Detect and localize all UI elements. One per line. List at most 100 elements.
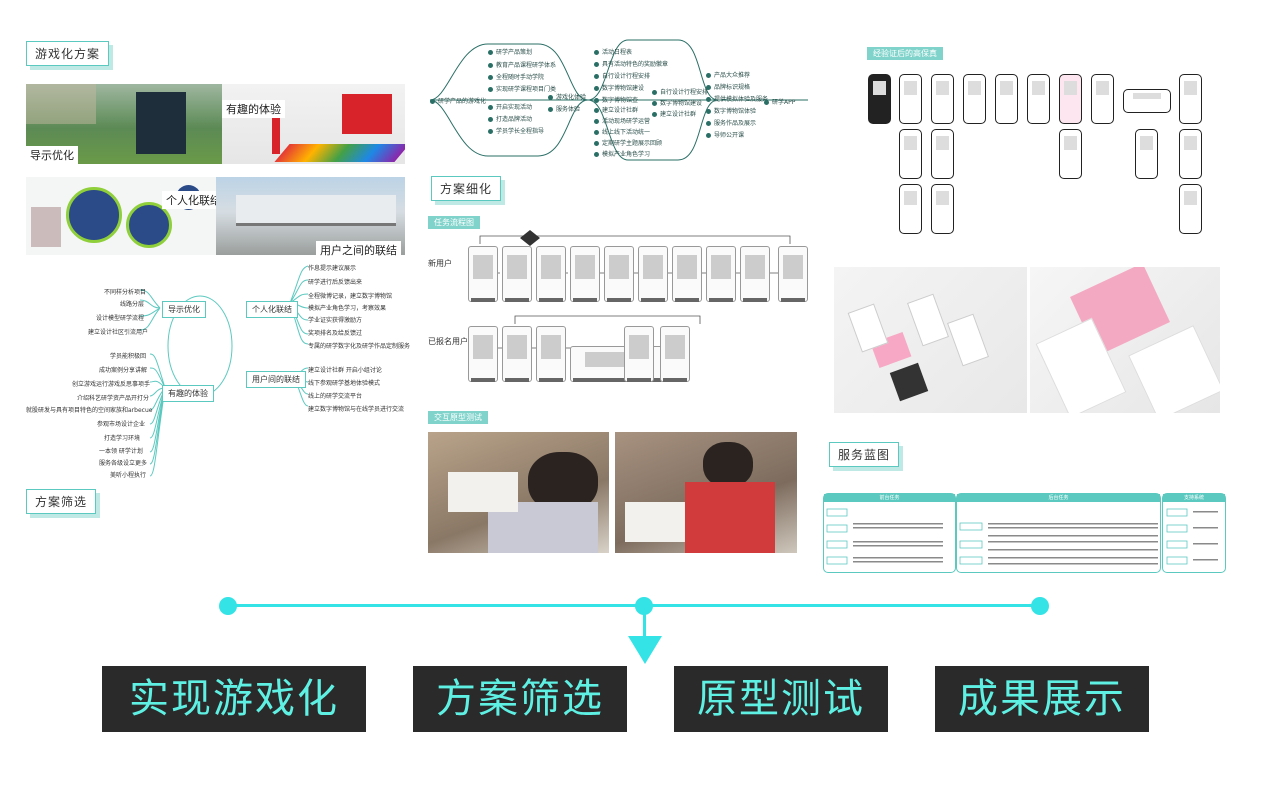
arrow-down-icon (628, 636, 662, 664)
mindmap-node-personal: 个人化联结 (246, 301, 298, 318)
mindmap-item: 设计模型研学流程 (96, 315, 145, 322)
blueprint-group-2-header: 后台任务 (957, 494, 1160, 502)
hifi-phone-screen (868, 74, 891, 124)
blueprint-grid (826, 508, 1218, 565)
flow-item: 具有活动特色的奖励徽章 (594, 59, 668, 68)
flow-start: 研学产品的游戏化 (430, 96, 486, 105)
wireframe-screen (570, 246, 600, 302)
flow-mid-service: 服务体验 (548, 104, 580, 113)
timeline-dot-start (219, 597, 237, 615)
flow-item: 数字博物馆查 (594, 95, 638, 104)
wireframe-screen (604, 246, 634, 302)
wireframe-screen (468, 246, 498, 302)
hifi-phone-screen (963, 74, 986, 124)
photo-label-between-users: 用户之间的联结 (316, 241, 401, 259)
wireframe-screen (740, 246, 770, 302)
step-button-prototype-test[interactable]: 原型测试 (674, 666, 888, 732)
flow-item: 线上线下活动统一 (594, 127, 650, 136)
flow-item: 自行设计行程安排 (652, 87, 708, 96)
flow-item: 数字博物馆建设 (594, 83, 644, 92)
hifi-phone-screen (1091, 74, 1114, 124)
mindmap-item: 全程微博记录，建立数字博物馆 (308, 293, 393, 300)
mindmap-item: 建立设计社区引流用户 (88, 329, 149, 336)
timeline-line (228, 604, 1040, 607)
mindmap-item: 介绍科艺研学资产品开打分 (77, 395, 150, 402)
hifi-phone-screen (931, 129, 954, 179)
wireframe-screen (706, 246, 736, 302)
flow-item: 提供模拟体验及服务 (706, 94, 768, 103)
mindmap-item: 专属的研学数字化及研学作品定制服务 (308, 343, 411, 350)
hifi-phone-screen (931, 74, 954, 124)
photo-prototype-test-2 (615, 432, 797, 553)
flow-item: 开启实现活动 (488, 102, 532, 111)
mindmap-item: 奖项排名及给反馈过 (308, 330, 363, 337)
wireframe-screen (660, 326, 690, 382)
registered-user-label: 已报名用户 (428, 337, 468, 346)
photo-user-link (216, 177, 405, 255)
mindmap-item: 线路分层 (120, 301, 145, 308)
flow-item: 自行设计行程安排 (594, 71, 650, 80)
step-button-plan-filter[interactable]: 方案筛选 (413, 666, 627, 732)
hifi-tag: 经验证后的高保真 (867, 47, 943, 60)
hifi-phone-screen (1059, 129, 1082, 179)
mindmap-item: 模拟产业角色学习，考察效果 (308, 305, 387, 312)
step-button-gamification[interactable]: 实现游戏化 (102, 666, 366, 732)
mindmap-item: 服务各级设立更多 (99, 460, 148, 467)
mindmap-node-guide: 导示优化 (162, 301, 206, 318)
flow-item: 数字博物馆建设 (652, 98, 702, 107)
wireframe-screen (536, 246, 566, 302)
mindmap-item: 学员能积极回 (110, 353, 147, 360)
hifi-phone-screen (899, 129, 922, 179)
mindmap-item: 成功案例分享讲解 (99, 367, 148, 374)
flow-item: 服务作品及展示 (706, 118, 756, 127)
mindmap-item: 线上的研学交流平台 (308, 393, 363, 400)
wireframe-screen (624, 326, 654, 382)
flow-item: 活动日程表 (594, 47, 632, 56)
flow-item: 实现研学课程项目门类 (488, 84, 556, 93)
flow-item: 建立设计社群 (652, 109, 696, 118)
blueprint-group-1: 前台任务 (823, 493, 956, 573)
hifi-phone-screen (899, 184, 922, 234)
blueprint-group-2: 后台任务 (956, 493, 1161, 573)
mindmap-item: 创立游戏运行游戏反思事项手 (72, 381, 151, 388)
timeline-arrow-stem (643, 606, 646, 636)
mindmap-item: 美听小程执行 (110, 472, 147, 479)
photo-fun-experience (222, 84, 405, 164)
photo-prototype-test-1 (428, 432, 609, 553)
step-button-result-show[interactable]: 成果展示 (935, 666, 1149, 732)
wireframe-screen (778, 246, 808, 302)
wireframe-screen (502, 326, 532, 382)
flow-item: 打造品牌活动 (488, 114, 532, 123)
section-title-plan-filter: 方案筛选 (26, 489, 97, 514)
hifi-phone-screen (1123, 89, 1171, 113)
task-flow-tag: 任务流程图 (428, 216, 480, 229)
hifi-phone-screen (1179, 184, 1202, 234)
prototype-test-tag: 交互原型测试 (428, 411, 488, 424)
flow-end: 研学APP (764, 97, 795, 106)
mindmap-item: 学业证实获得激励方 (308, 317, 363, 324)
hifi-phone-screen (1135, 129, 1158, 179)
mindmap-lines (139, 265, 309, 477)
hifi-phone-screen (1179, 74, 1202, 124)
section-title-service-blueprint: 服务蓝图 (829, 442, 900, 467)
flow-item: 导师公开课 (706, 130, 744, 139)
wireframe-screen (672, 246, 702, 302)
mindmap-item: 打造学习环境 (104, 435, 141, 442)
hifi-phone-screen (931, 184, 954, 234)
flow-item: 学员学长全程指导 (488, 126, 544, 135)
mockup-showcase-1 (834, 267, 1027, 413)
blueprint-group-3-header: 支持系统 (1163, 494, 1225, 502)
mindmap-node-users: 用户间的联结 (246, 371, 306, 388)
flow-item: 建立设计社群 (594, 105, 638, 114)
mockup-showcase-2 (1030, 267, 1220, 413)
hifi-phone-screen (1027, 74, 1050, 124)
mindmap-item: 就股研发与具有项目特色的空间家族和arbecue (26, 407, 153, 414)
photo-label-personal: 个人化联结 (162, 191, 225, 209)
wireframe-screen (502, 246, 532, 302)
photo-label-fun: 有趣的体验 (222, 100, 285, 118)
timeline-dot-end (1031, 597, 1049, 615)
blueprint-group-3: 支持系统 (1162, 493, 1226, 573)
flow-item: 产品大众推荐 (706, 70, 750, 79)
flow-item: 定期研学主题展示回顾 (594, 138, 662, 147)
wireframe-screen (536, 326, 566, 382)
